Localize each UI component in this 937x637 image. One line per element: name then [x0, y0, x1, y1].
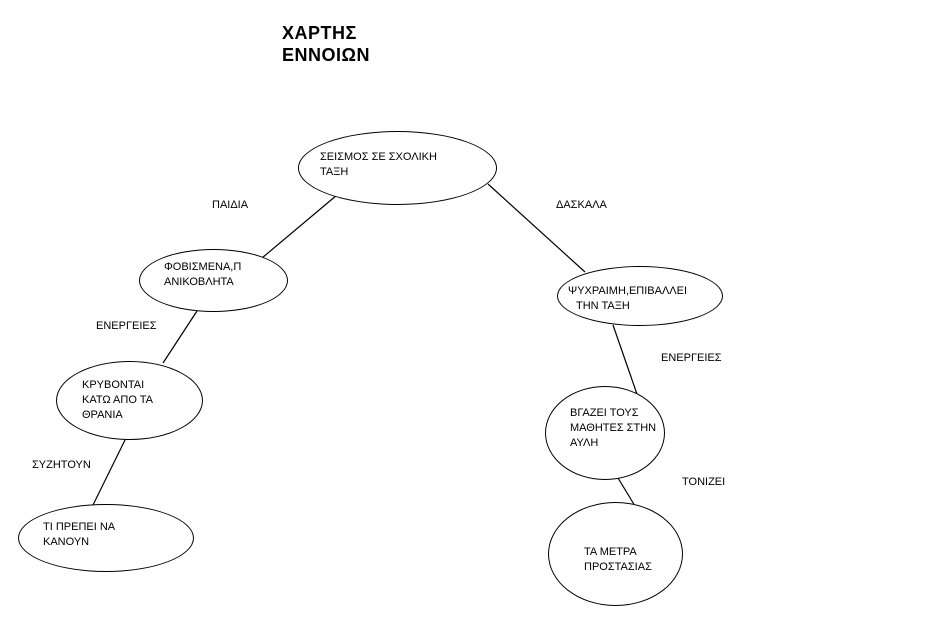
- node-children-action-label-line-1: ΚΡΥΒΟΝΤΑΙ: [82, 379, 145, 391]
- node-teacher-state-label-line-1: ΨΥΧΡΑΙΜΗ,ΕΠΙΒΑΛΛΕΙ: [568, 285, 688, 297]
- node-teacher-action-label-line-3: ΑΥΛΗ: [570, 437, 599, 449]
- connector-children-action-to-discuss: [92, 437, 127, 506]
- edge-label-emphasizes: ΤΟΝΙΖΕΙ: [682, 476, 726, 488]
- node-teacher-action-ellipse: [545, 386, 665, 480]
- connector-root-to-teacher-state: [487, 183, 586, 273]
- node-teacher-state-label-line-2: ΤΗΝ ΤΑΞΗ: [576, 300, 630, 312]
- map-title-line-1: ΧΑΡΤΗΣ: [282, 23, 357, 43]
- node-children-action-label-line-2: ΚΑΤΩ ΑΠΟ ΤΑ: [82, 394, 153, 406]
- node-children-discuss-ellipse: [18, 504, 194, 572]
- node-children-discuss-label-line-1: ΤΙ ΠΡΕΠΕΙ ΝΑ: [43, 521, 116, 533]
- node-root-label-line-2: ΤΑΞΗ: [320, 166, 349, 178]
- edge-label-discuss: ΣΥΖΗΤΟΥΝ: [32, 459, 91, 471]
- connector-root-to-children-state: [261, 194, 338, 259]
- connector-teacher-state-to-action: [612, 324, 639, 398]
- node-protection-label-line-1: ΤΑ ΜΕΤΡΑ: [584, 546, 637, 558]
- node-children-action-label-line-3: ΘΡΑΝΙΑ: [82, 409, 123, 421]
- node-children-state-label-line-1: ΦΟΒΙΣΜΕΝΑ,Π: [164, 261, 242, 273]
- connector-children-state-to-action: [162, 310, 198, 364]
- node-children-action-ellipse: [56, 361, 203, 440]
- edge-label-teacher: ΔΑΣΚΑΛΑ: [556, 199, 607, 211]
- node-protection-ellipse: [548, 502, 683, 606]
- node-teacher-action-label-line-1: ΒΓΑΖΕΙ ΤΟΥΣ: [570, 407, 639, 419]
- connector-teacher-action-to-protection: [617, 477, 636, 507]
- map-title-line-2: ΕΝΝΟΙΩΝ: [282, 45, 370, 65]
- node-protection-label-line-2: ΠΡΟΣΤΑΣΙΑΣ: [584, 561, 652, 573]
- node-teacher-state-ellipse: [557, 266, 723, 326]
- node-root-ellipse: [298, 131, 497, 205]
- node-children-state-ellipse: [139, 249, 288, 312]
- edge-label-children: ΠΑΙΔΙΑ: [212, 199, 249, 211]
- edge-label-children-actions: ΕΝΕΡΓΕΙΕΣ: [96, 320, 157, 332]
- node-teacher-action-label-line-2: ΜΑΘΗΤΕΣ ΣΤΗΝ: [570, 422, 657, 434]
- node-children-state-label-line-2: ΑΝΙΚΟΒΛΗΤΑ: [164, 276, 234, 288]
- node-root-label-line-1: ΣΕΙΣΜΟΣ ΣΕ ΣΧΟΛΙΚΗ: [320, 151, 437, 163]
- edge-label-teacher-actions: ΕΝΕΡΓΕΙΕΣ: [661, 352, 722, 364]
- node-children-discuss-label-line-2: ΚΑΝΟΥΝ: [43, 536, 90, 548]
